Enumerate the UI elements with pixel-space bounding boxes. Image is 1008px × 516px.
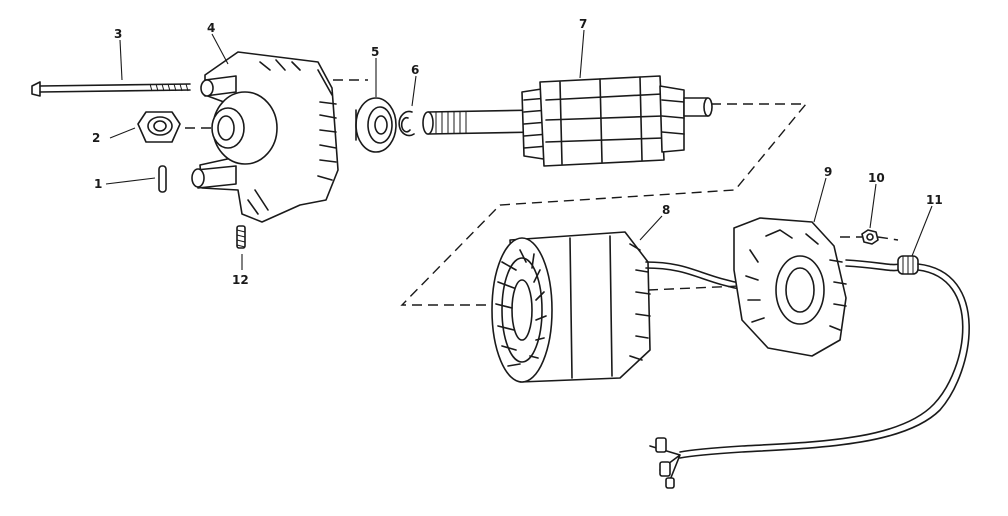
callout-8: 8 — [662, 203, 670, 217]
part-9-end-bell — [733, 217, 847, 357]
part-11-power-cord — [649, 255, 970, 489]
part-7-rotor — [422, 75, 713, 167]
part-10-nut — [861, 229, 879, 245]
callout-leader-lines — [105, 29, 933, 270]
callout-12: 12 — [232, 273, 249, 287]
callout-3: 3 — [114, 27, 122, 41]
callout-2: 2 — [92, 131, 100, 145]
part-1-pin — [158, 165, 167, 193]
part-6-retaining-ring — [398, 110, 415, 137]
part-5-bearing — [355, 97, 397, 153]
callout-4: 4 — [207, 21, 215, 35]
callout-11: 11 — [926, 193, 943, 207]
callout-1: 1 — [94, 177, 102, 191]
callout-5: 5 — [371, 45, 379, 59]
callout-9: 9 — [824, 165, 832, 179]
callout-labels: 3 2 1 4 5 6 7 8 9 10 11 12 — [92, 17, 943, 287]
part-2-hex-nut — [137, 111, 181, 143]
part-8-stator — [491, 231, 746, 383]
callout-6: 6 — [411, 63, 419, 77]
part-3-through-bolt — [31, 81, 191, 97]
part-12-screw — [236, 225, 246, 249]
part-4-end-housing — [191, 51, 339, 223]
callout-10: 10 — [868, 171, 885, 185]
callout-7: 7 — [579, 17, 587, 31]
